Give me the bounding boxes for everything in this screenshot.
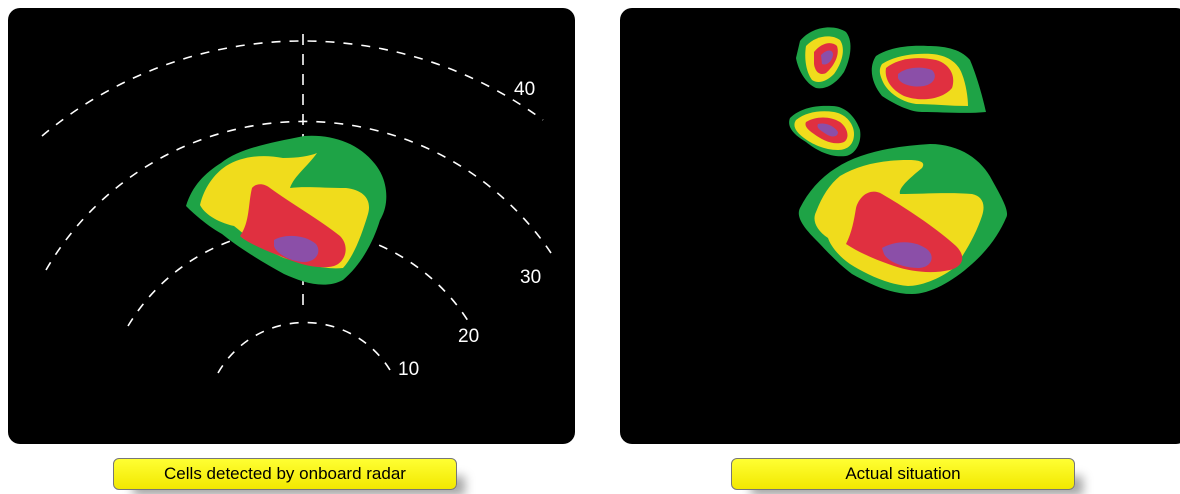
range-label-10: 10 xyxy=(398,359,419,380)
storm-cell-small-2 xyxy=(871,45,986,113)
caption-detected-cells: Cells detected by onboard radar xyxy=(113,458,457,490)
storm-cell-small-1 xyxy=(796,27,851,89)
radar-display-panel: 40 30 20 10 xyxy=(8,8,575,444)
storm-cell-large xyxy=(798,144,1008,294)
range-label-20: 20 xyxy=(458,326,479,347)
range-ring-10 xyxy=(217,321,391,374)
range-label-30: 30 xyxy=(520,267,541,288)
cell-red-zone xyxy=(846,191,963,273)
range-label-40: 40 xyxy=(514,79,535,100)
cell-magenta-core xyxy=(821,50,833,65)
cell-red-zone xyxy=(240,184,346,268)
storm-cell-detected xyxy=(186,135,387,285)
radar-display: 40 30 20 10 xyxy=(41,34,552,380)
cell-magenta-core xyxy=(898,67,935,87)
cell-magenta-core xyxy=(817,123,838,137)
actual-situation-panel xyxy=(620,8,1180,444)
caption-actual-situation: Actual situation xyxy=(731,458,1075,490)
actual-situation-display xyxy=(789,27,1008,294)
cell-magenta-core xyxy=(274,235,319,262)
range-ring-30 xyxy=(45,120,552,271)
cell-magenta-core xyxy=(882,242,932,268)
storm-cell-small-3 xyxy=(789,105,861,157)
range-ring-40 xyxy=(41,40,544,137)
